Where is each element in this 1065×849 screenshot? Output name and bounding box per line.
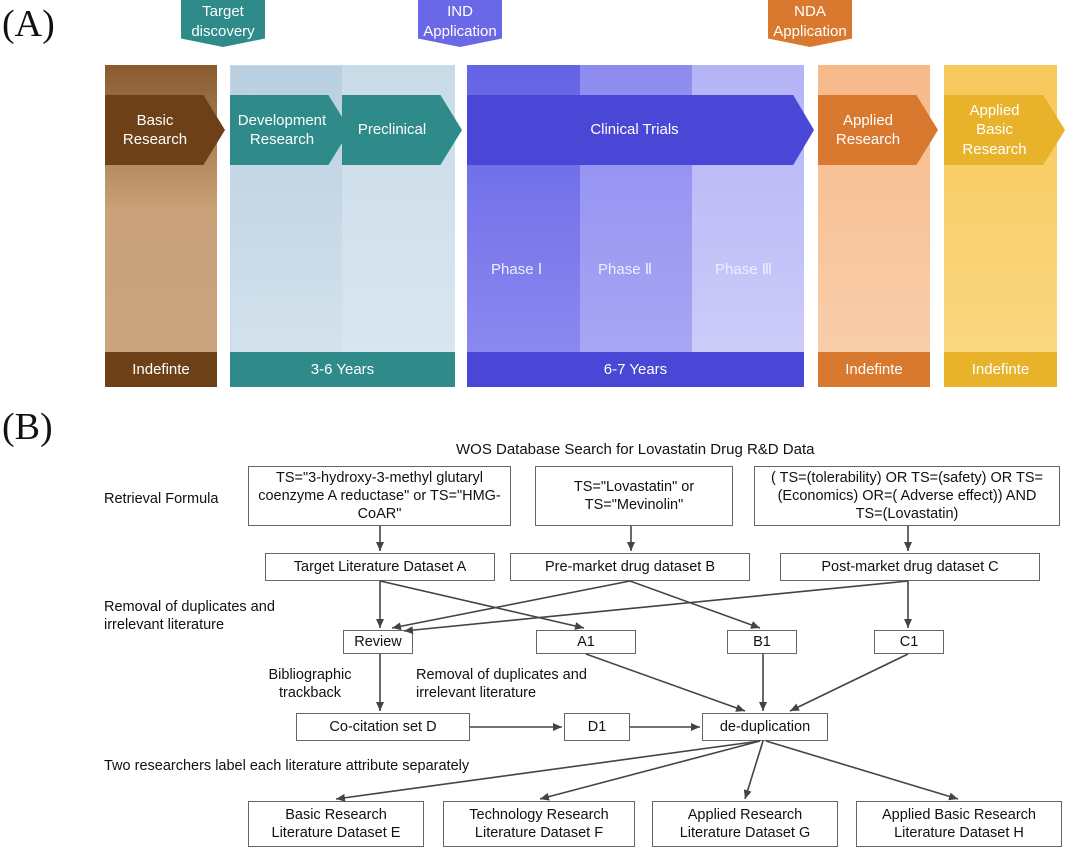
removal-note-2: Removal of duplicates and irrelevant lit… [416, 667, 587, 702]
panel-b-label: (B) [2, 406, 53, 448]
arrow-dedup-to-output-g [743, 740, 764, 800]
arrow-dedup-to-output-e [335, 740, 761, 802]
c1-box: C1 [874, 630, 944, 654]
phase-2-label: Phase Ⅱ [598, 261, 653, 278]
nda-application-tag: NDA Application [768, 0, 852, 47]
a1-box: A1 [536, 630, 636, 654]
arrow-dataset-a-to-a1 [379, 580, 585, 630]
label-note: Two researchers label each literature at… [104, 758, 470, 774]
basic-research-arrow: Basic Research [105, 95, 225, 165]
formula-a-box: TS="3-hydroxy-3-methyl glutaryl coenzyme… [248, 466, 511, 526]
removal-note-1: Removal of duplicates and irrelevant lit… [104, 599, 275, 634]
development-duration-bar: 3-6 Years [230, 352, 455, 387]
applied-duration-bar: Indefinte [818, 352, 930, 387]
basic-duration-bar: Indefinte [105, 352, 217, 387]
arrow-dataset-b-to-b1 [629, 580, 761, 629]
bibliographic-note: Bibliographic trackback [268, 667, 352, 702]
b1-box: B1 [727, 630, 797, 654]
applied-basic-research-arrow: Applied Basic Research [944, 95, 1065, 165]
applied-research-arrow: Applied Research [818, 95, 938, 165]
arrow-c1-to-dedup [789, 653, 909, 712]
flowchart-title: WOS Database Search for Lovastatin Drug … [456, 441, 815, 458]
preclinical-arrow: Preclinical [342, 95, 462, 165]
output-g-box: Applied Research Literature Dataset G [652, 801, 838, 847]
arrow-a1-to-dedup [585, 653, 746, 712]
dataset-a-box: Target Literature Dataset A [265, 553, 495, 581]
output-f-box: Technology Research Literature Dataset F [443, 801, 635, 847]
panel-a-label: (A) [2, 3, 55, 45]
arrow-dedup-to-output-h [765, 740, 959, 801]
clinical-trials-arrow: Clinical Trials [467, 95, 814, 165]
phase-1-label: Phase Ⅰ [491, 261, 543, 278]
development-research-arrow: Development Research [230, 95, 350, 165]
retrieval-formula-label: Retrieval Formula [104, 491, 219, 507]
output-h-box: Applied Basic Research Literature Datase… [856, 801, 1062, 847]
formula-b-box: TS="Lovastatin" or TS="Mevinolin" [535, 466, 733, 526]
dataset-b-box: Pre-market drug dataset B [510, 553, 750, 581]
target-discovery-tag: Target discovery [181, 0, 265, 47]
applied-basic-duration-bar: Indefinte [944, 352, 1057, 387]
dataset-c-box: Post-market drug dataset C [780, 553, 1040, 581]
output-e-box: Basic Research Literature Dataset E [248, 801, 424, 847]
phase-3-label: Phase Ⅲ [715, 261, 773, 278]
cocitation-box: Co-citation set D [296, 713, 470, 741]
review-box: Review [343, 630, 413, 654]
arrow-dedup-to-output-f [539, 740, 761, 801]
dedup-box: de-duplication [702, 713, 828, 741]
arrow-dataset-b-to-review [391, 580, 631, 631]
ind-application-tag: IND Application [418, 0, 502, 47]
arrow-dataset-c-to-review [403, 580, 909, 635]
formula-c-box: ( TS=(tolerability) OR TS=(safety) OR TS… [754, 466, 1060, 526]
d1-box: D1 [564, 713, 630, 741]
clinical-duration-bar: 6-7 Years [467, 352, 804, 387]
